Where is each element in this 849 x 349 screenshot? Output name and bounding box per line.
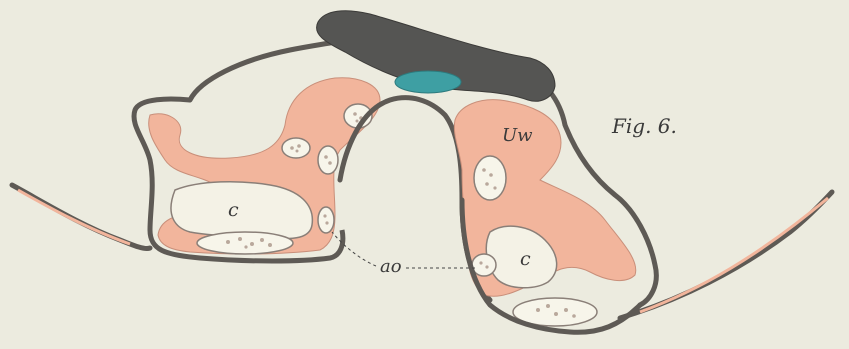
right-aorta [472,254,496,276]
figure-title: Fig. 6. [611,114,677,138]
left-vessel-side [318,146,338,174]
label-uw: Uw [502,125,533,146]
left-aorta [318,207,334,233]
label-c-left: c [228,199,239,221]
left-vessel-mid [282,138,310,158]
notochord [395,71,461,93]
right-vessel-upper [474,156,506,200]
label-ao: ao [380,256,402,277]
left-lower-vessel [197,232,293,254]
label-c-right: c [520,248,531,270]
